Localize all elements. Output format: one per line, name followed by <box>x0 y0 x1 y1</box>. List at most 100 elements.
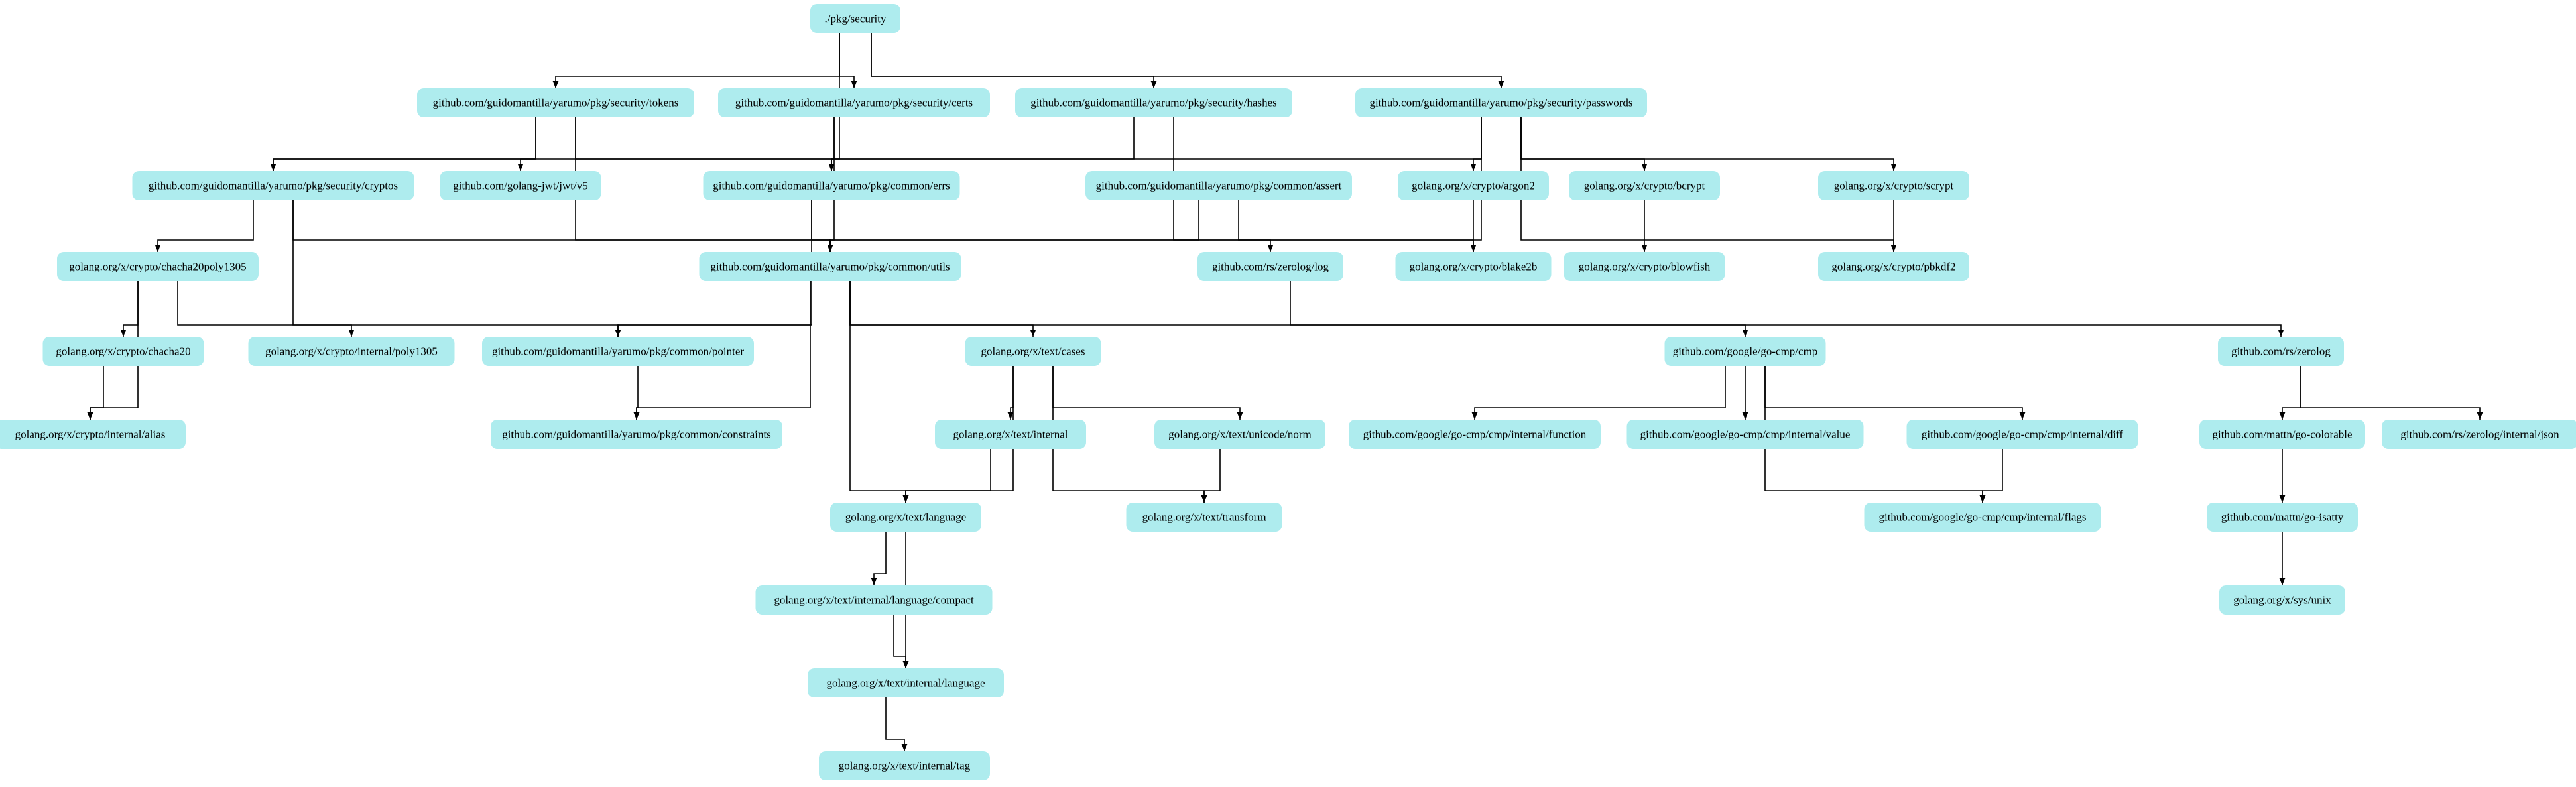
node-internal-language[interactable]: golang.org/x/text/internal/language <box>808 668 1004 697</box>
node-cmp-diff[interactable]: github.com/google/go-cmp/cmp/internal/di… <box>1906 420 2138 449</box>
node-common-utils[interactable]: github.com/guidomantilla/yarumo/pkg/comm… <box>699 252 961 281</box>
node-poly1305[interactable]: golang.org/x/crypto/internal/poly1305 <box>248 337 455 366</box>
node-box <box>1864 503 2101 532</box>
edge-sec-passwords-to-common-errs <box>828 117 1482 171</box>
edge-pkg-security-to-sec-hashes <box>871 33 1157 88</box>
edge-chacha20-to-crypto-alias <box>87 366 104 420</box>
node-box <box>699 252 961 281</box>
node-common-errs[interactable]: github.com/guidomantilla/yarumo/pkg/comm… <box>703 171 960 200</box>
node-chacha20poly1305[interactable]: golang.org/x/crypto/chacha20poly1305 <box>57 252 259 281</box>
node-label: github.com/guidomantilla/yarumo/pkg/comm… <box>710 261 950 273</box>
node-chacha20[interactable]: golang.org/x/crypto/chacha20 <box>42 337 204 366</box>
edge-sec-passwords-to-scrypt <box>1520 117 1897 171</box>
node-scrypt[interactable]: golang.org/x/crypto/scrypt <box>1818 171 1969 200</box>
edge-zerolog-log-to-zerolog <box>1290 281 2284 337</box>
node-text-cases[interactable]: golang.org/x/text/cases <box>965 337 1101 366</box>
node-box <box>2207 503 2358 532</box>
node-label: golang.org/x/text/internal/language/comp… <box>774 594 974 607</box>
edge-common-utils-to-text-language <box>849 281 909 503</box>
node-common-pointer[interactable]: github.com/guidomantilla/yarumo/pkg/comm… <box>482 337 754 366</box>
edge-sec-passwords-to-bcrypt <box>1520 117 1648 171</box>
node-cmp-flags[interactable]: github.com/google/go-cmp/cmp/internal/fl… <box>1864 503 2101 532</box>
node-label: golang.org/x/crypto/internal/alias <box>15 428 166 441</box>
node-zerolog[interactable]: github.com/rs/zerolog <box>2218 337 2344 366</box>
node-box <box>1349 420 1601 449</box>
node-text-internal[interactable]: golang.org/x/text/internal <box>935 420 1086 449</box>
node-label: github.com/google/go-cmp/cmp/internal/di… <box>1922 428 2124 441</box>
node-label: golang.org/x/crypto/chacha20 <box>56 345 190 358</box>
node-box <box>1197 252 1343 281</box>
node-zerolog-json[interactable]: github.com/rs/zerolog/internal/json <box>2382 420 2576 449</box>
edge-common-errs-to-common-utils <box>811 200 833 252</box>
node-argon2[interactable]: golang.org/x/crypto/argon2 <box>1398 171 1549 200</box>
node-common-assert[interactable]: github.com/guidomantilla/yarumo/pkg/comm… <box>1085 171 1352 200</box>
node-label: golang.org/x/text/internal/language <box>826 677 985 690</box>
edge-sec-cryptos-to-common-pointer <box>292 200 621 337</box>
edge-sec-tokens-to-jwt <box>517 117 536 171</box>
node-label: github.com/guidomantilla/yarumo/pkg/secu… <box>735 97 973 109</box>
node-cmp-function[interactable]: github.com/google/go-cmp/cmp/internal/fu… <box>1349 420 1601 449</box>
node-crypto-alias[interactable]: golang.org/x/crypto/internal/alias <box>0 420 186 449</box>
node-go-isatty[interactable]: github.com/mattn/go-isatty <box>2207 503 2358 532</box>
node-text-language[interactable]: golang.org/x/text/language <box>830 503 981 532</box>
node-label: golang.org/x/sys/unix <box>2233 594 2331 607</box>
edge-sec-cryptos-to-chacha20poly1305 <box>154 200 254 252</box>
node-label: github.com/google/go-cmp/cmp/internal/fu… <box>1363 428 1587 441</box>
edge-common-pointer-to-common-constraints <box>633 366 640 420</box>
node-label: github.com/google/go-cmp/cmp/internal/fl… <box>1878 511 2086 524</box>
node-label: github.com/mattn/go-isatty <box>2221 511 2344 524</box>
node-label: golang.org/x/text/transform <box>1142 511 1266 524</box>
node-label: github.com/guidomantilla/yarumo/pkg/secu… <box>1369 97 1632 109</box>
edge-lang-compact-to-internal-language <box>893 615 909 668</box>
node-cmp-value[interactable]: github.com/google/go-cmp/cmp/internal/va… <box>1626 420 1864 449</box>
edge-sec-passwords-to-argon2 <box>1470 117 1482 171</box>
edge-sec-tokens-to-sec-cryptos <box>270 117 536 171</box>
edge-chacha20poly1305-to-poly1305 <box>177 281 355 337</box>
node-label: github.com/guidomantilla/yarumo/pkg/comm… <box>1096 180 1342 192</box>
node-box <box>1564 252 1725 281</box>
node-label: golang.org/x/crypto/argon2 <box>1412 180 1535 192</box>
node-sec-certs[interactable]: github.com/guidomantilla/yarumo/pkg/secu… <box>718 88 990 117</box>
node-text-transform[interactable]: golang.org/x/text/transform <box>1126 503 1282 532</box>
node-sec-passwords[interactable]: github.com/guidomantilla/yarumo/pkg/secu… <box>1355 88 1647 117</box>
node-box <box>810 4 900 33</box>
edge-text-language-to-lang-compact <box>871 532 887 585</box>
edge-unicode-norm-to-text-transform <box>1201 449 1221 503</box>
node-label: golang.org/x/crypto/chacha20poly1305 <box>69 261 246 273</box>
node-sec-tokens[interactable]: github.com/guidomantilla/yarumo/pkg/secu… <box>417 88 694 117</box>
node-box <box>1398 171 1549 200</box>
node-label: github.com/guidomantilla/yarumo/pkg/comm… <box>713 180 950 192</box>
node-box <box>819 751 990 780</box>
edge-common-utils-to-go-cmp <box>849 281 1748 337</box>
node-sec-cryptos[interactable]: github.com/guidomantilla/yarumo/pkg/secu… <box>132 171 414 200</box>
edge-zerolog-to-zerolog-json <box>2300 366 2483 420</box>
node-box <box>2382 420 2576 449</box>
node-internal-tag[interactable]: golang.org/x/text/internal/tag <box>819 751 990 780</box>
node-zerolog-log[interactable]: github.com/rs/zerolog/log <box>1197 252 1343 281</box>
node-box <box>1126 503 1282 532</box>
edge-chacha20poly1305-to-chacha20 <box>120 281 139 337</box>
node-sys-unix[interactable]: golang.org/x/sys/unix <box>2219 585 2345 615</box>
node-unicode-norm[interactable]: golang.org/x/text/unicode/norm <box>1154 420 1325 449</box>
node-box <box>1395 252 1552 281</box>
node-sec-hashes[interactable]: github.com/guidomantilla/yarumo/pkg/secu… <box>1015 88 1292 117</box>
node-box <box>132 171 414 200</box>
node-box <box>440 171 601 200</box>
node-pbkdf2[interactable]: golang.org/x/crypto/pbkdf2 <box>1818 252 1969 281</box>
node-label: golang.org/x/text/internal <box>953 428 1068 441</box>
node-label: github.com/guidomantilla/yarumo/pkg/secu… <box>149 180 398 192</box>
edge-pkg-security-to-sec-certs <box>839 33 857 88</box>
node-box <box>1818 252 1969 281</box>
node-jwt[interactable]: github.com/golang-jwt/jwt/v5 <box>440 171 601 200</box>
node-box <box>1569 171 1720 200</box>
node-lang-compact[interactable]: golang.org/x/text/internal/language/comp… <box>755 585 993 615</box>
node-common-constraints[interactable]: github.com/guidomantilla/yarumo/pkg/comm… <box>491 420 782 449</box>
node-go-colorable[interactable]: github.com/mattn/go-colorable <box>2199 420 2365 449</box>
node-blake2b[interactable]: golang.org/x/crypto/blake2b <box>1395 252 1552 281</box>
node-box <box>1906 420 2138 449</box>
node-blowfish[interactable]: golang.org/x/crypto/blowfish <box>1564 252 1725 281</box>
node-bcrypt[interactable]: golang.org/x/crypto/bcrypt <box>1569 171 1720 200</box>
node-pkg-security[interactable]: ./pkg/security <box>810 4 900 33</box>
node-go-cmp[interactable]: github.com/google/go-cmp/cmp <box>1664 337 1826 366</box>
